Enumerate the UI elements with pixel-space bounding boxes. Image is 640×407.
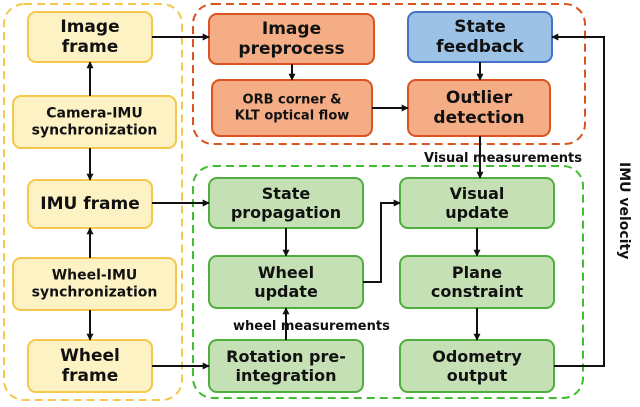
wheel-measurements-label: wheel measurements <box>233 319 390 334</box>
camera-imu-sync-box-text-1: Camera-IMU <box>46 106 142 122</box>
estimator-backend-group <box>192 165 584 399</box>
wheel-update-box-text-1: Wheel <box>258 263 314 282</box>
rotation-preintegration-box-text-2: integration <box>235 366 336 385</box>
arrow-odometry-to-feedback <box>551 33 605 367</box>
state-feedback-box-text-2: feedback <box>436 37 524 57</box>
wheel-update-box-text-2: update <box>254 282 318 301</box>
imu-frame-box-text-1: IMU frame <box>40 194 139 214</box>
imu-velocity-label: IMU velocity <box>616 162 632 259</box>
outlier-detection-box-text-2: detection <box>433 108 524 128</box>
visual-update-box-text-1: Visual <box>450 184 505 203</box>
image-preprocess-box-text-2: preprocess <box>238 39 344 59</box>
wheel-frame-box-text-1: Wheel <box>60 346 120 366</box>
image-frame-box-text-2: frame <box>62 37 119 57</box>
camera-imu-sync-box-text-2: synchronization <box>32 122 158 138</box>
orb-klt-box: ORB corner &KLT optical flow <box>211 79 373 137</box>
wheel-imu-sync-box-text-2: synchronization <box>32 284 158 300</box>
visual-measurements-label: Visual measurements <box>424 151 582 166</box>
state-propagation-box-text-2: propagation <box>231 203 341 222</box>
image-frame-box-text-1: Image <box>60 17 119 37</box>
camera-imu-sync-box-shape <box>12 95 177 149</box>
visual-frontend-group <box>192 3 586 145</box>
imu-frame-box: IMU frame <box>27 179 153 229</box>
odometry-output-box-text-1: Odometry <box>432 347 522 366</box>
rotation-preintegration-box: Rotation pre-integration <box>208 339 364 393</box>
plane-constraint-box-text-2: constraint <box>431 282 524 301</box>
wheel-imu-sync-box-text-1: Wheel-IMU <box>52 268 138 284</box>
visual-update-box-text-2: update <box>445 203 509 222</box>
arrow-wheelupdate-to-visualupdate <box>363 199 401 283</box>
orb-klt-box-text-2: KLT optical flow <box>235 108 350 123</box>
image-preprocess-box-text-1: Image <box>262 19 321 39</box>
rotation-preintegration-box-text-1: Rotation pre- <box>226 347 346 366</box>
plane-constraint-box-text-1: Plane <box>452 263 502 282</box>
sensor-input-group <box>3 3 183 401</box>
odometry-output-box-text-2: output <box>447 366 508 385</box>
state-feedback-box-text-1: State <box>454 17 506 37</box>
outlier-detection-box-text-1: Outlier <box>446 88 513 108</box>
wheel-imu-sync-box-shape <box>12 257 177 311</box>
wheel-frame-box-text-2: frame <box>62 366 119 386</box>
orb-klt-box-text-1: ORB corner & <box>243 93 342 108</box>
state-propagation-box-text-1: State <box>262 184 311 203</box>
